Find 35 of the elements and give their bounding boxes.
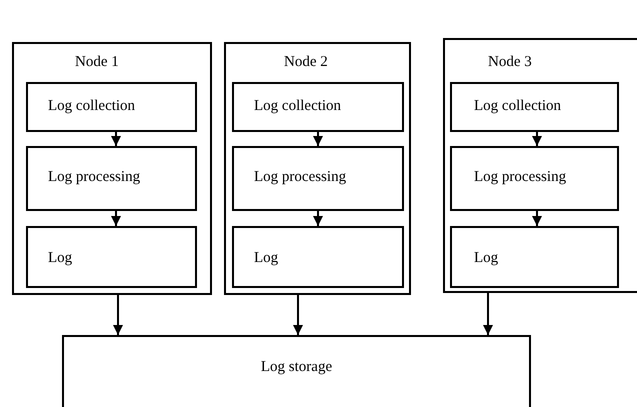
process-box xyxy=(450,226,619,288)
box-label: Log processing xyxy=(474,169,566,186)
storage-box xyxy=(62,335,531,407)
process-box xyxy=(450,146,619,211)
box-label: Log collection xyxy=(474,98,562,115)
process-box xyxy=(26,146,197,211)
box-label: Log processing xyxy=(48,169,140,186)
node-title: Node 1 xyxy=(75,54,119,71)
box-label: Log xyxy=(254,250,278,267)
box-label: Log collection xyxy=(254,98,342,115)
box-label: Log collection xyxy=(48,98,136,115)
process-box xyxy=(232,82,404,132)
process-box xyxy=(26,226,197,288)
arrow xyxy=(113,295,123,335)
node-title: Node 3 xyxy=(488,54,532,71)
node-container xyxy=(224,42,411,295)
arrow xyxy=(313,211,323,226)
arrow xyxy=(532,132,542,146)
node-container xyxy=(443,38,637,293)
node-container xyxy=(12,42,212,295)
arrow xyxy=(532,211,542,226)
arrow xyxy=(111,211,121,226)
process-box xyxy=(232,226,404,288)
arrow xyxy=(483,293,493,335)
arrow xyxy=(293,295,303,335)
box-label: Log xyxy=(474,250,498,267)
process-box xyxy=(26,82,197,132)
arrow xyxy=(111,132,121,146)
process-box xyxy=(450,82,619,132)
arrow xyxy=(313,132,323,146)
node-title: Log storage xyxy=(260,359,334,376)
node-title: Node 2 xyxy=(284,54,328,71)
box-label: Log xyxy=(48,250,72,267)
process-box xyxy=(232,146,404,211)
box-label: Log processing xyxy=(254,169,346,186)
